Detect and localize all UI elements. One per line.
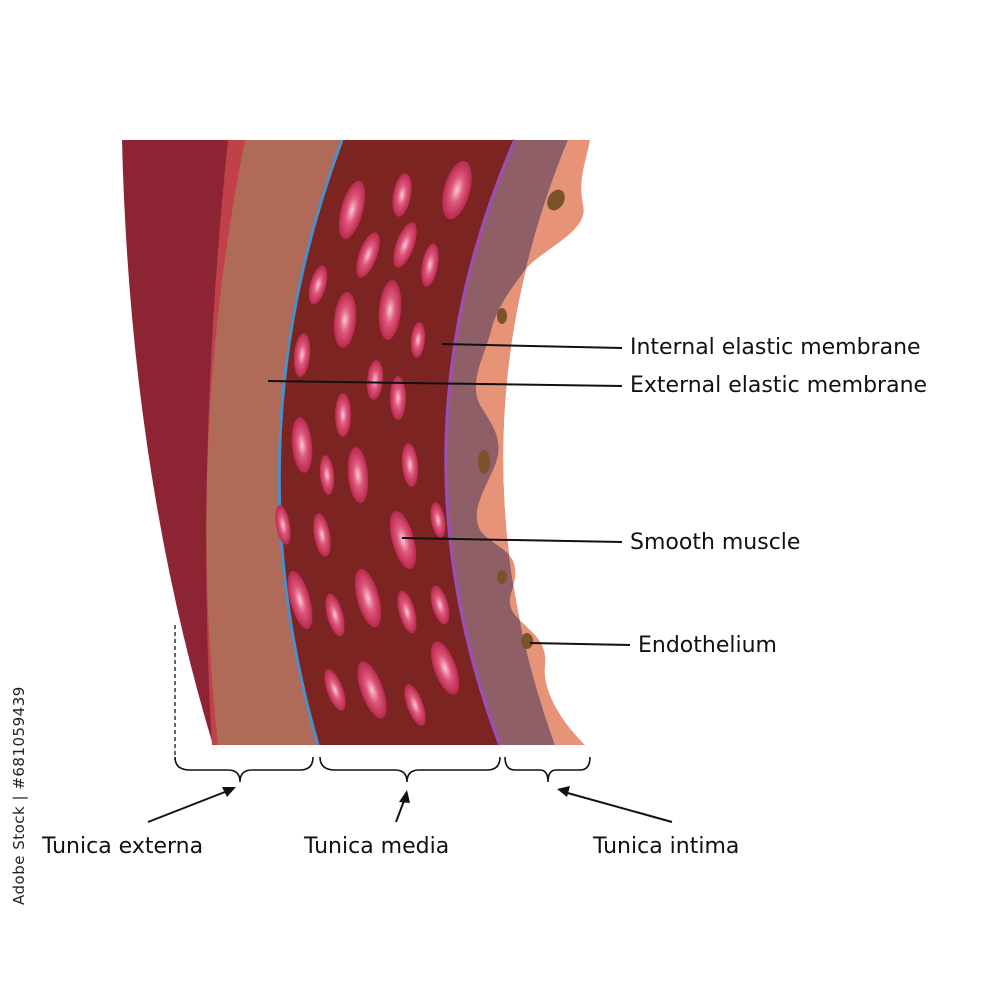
internal-elastic-membrane-line [444, 139, 517, 746]
tunica-externa-layer [206, 140, 342, 745]
muscle-cell [404, 684, 426, 726]
muscle-cell [356, 232, 380, 278]
nucleus [497, 308, 507, 324]
muscle-cell [333, 292, 357, 348]
muscle-cell [354, 568, 382, 628]
nucleus [497, 570, 507, 584]
arrow-tunica-intima [563, 791, 673, 823]
leader-external-elastic-membrane [267, 380, 623, 387]
leader-smooth-muscle [401, 537, 623, 543]
muscle-cell [338, 180, 366, 240]
smooth-muscle-cells [275, 160, 472, 726]
brace-tunica-intima [504, 756, 591, 783]
muscle-cell [319, 455, 335, 495]
tunica-media-layer [279, 140, 515, 745]
muscle-cell [324, 669, 346, 711]
arrowhead-tunica-intima [557, 786, 570, 797]
arrow-tunica-externa [147, 789, 231, 823]
muscle-cell [392, 173, 412, 217]
label-endothelium: Endothelium [638, 633, 777, 658]
label-external-elastic-membrane: External elastic membrane [630, 373, 927, 398]
muscle-cell [357, 661, 387, 719]
muscle-cell [308, 265, 328, 305]
label-tunica-externa: Tunica externa [41, 834, 203, 859]
brace-tunica-media [319, 756, 501, 783]
label-tunica-intima: Tunica intima [592, 834, 739, 859]
muscle-cell [430, 502, 446, 538]
label-smooth-muscle: Smooth muscle [630, 530, 800, 555]
nucleus [521, 633, 533, 649]
muscle-cell [291, 417, 313, 473]
muscle-cell [325, 593, 345, 637]
endothelial-nuclei [478, 189, 565, 649]
muscle-cell [389, 510, 417, 570]
muscle-cell [397, 590, 417, 634]
muscle-cell [335, 393, 351, 437]
muscle-cell [275, 505, 291, 545]
leader-endothelium [529, 642, 631, 646]
muscle-cell [410, 322, 426, 358]
nucleus [478, 450, 490, 474]
endothelium-layer [475, 140, 590, 745]
stock-id-watermark: Adobe Stock | #681059439 [10, 686, 28, 905]
label-internal-elastic-membrane: Internal elastic membrane [630, 335, 921, 360]
muscle-cell [378, 280, 402, 340]
arrowhead-tunica-externa [222, 787, 236, 797]
muscle-cell [421, 243, 439, 287]
muscle-cell [401, 443, 419, 487]
muscle-cell [393, 222, 417, 268]
muscle-cell [390, 376, 406, 420]
external-elastic-membrane-line [277, 139, 344, 746]
label-tunica-media: Tunica media [303, 834, 449, 859]
tunica-intima-layer [446, 140, 568, 745]
muscle-cell [293, 333, 311, 377]
muscle-cell [287, 570, 313, 630]
muscle-cell [430, 641, 460, 695]
muscle-cell [313, 513, 331, 557]
leader-internal-elastic-membrane [441, 343, 623, 349]
brace-tunica-externa [174, 756, 314, 783]
muscle-cell [347, 447, 369, 503]
muscle-cell [430, 585, 450, 625]
arrowhead-tunica-media [399, 790, 410, 803]
muscle-cell [366, 360, 384, 400]
nucleus [547, 189, 565, 211]
muscle-cell [442, 160, 472, 220]
